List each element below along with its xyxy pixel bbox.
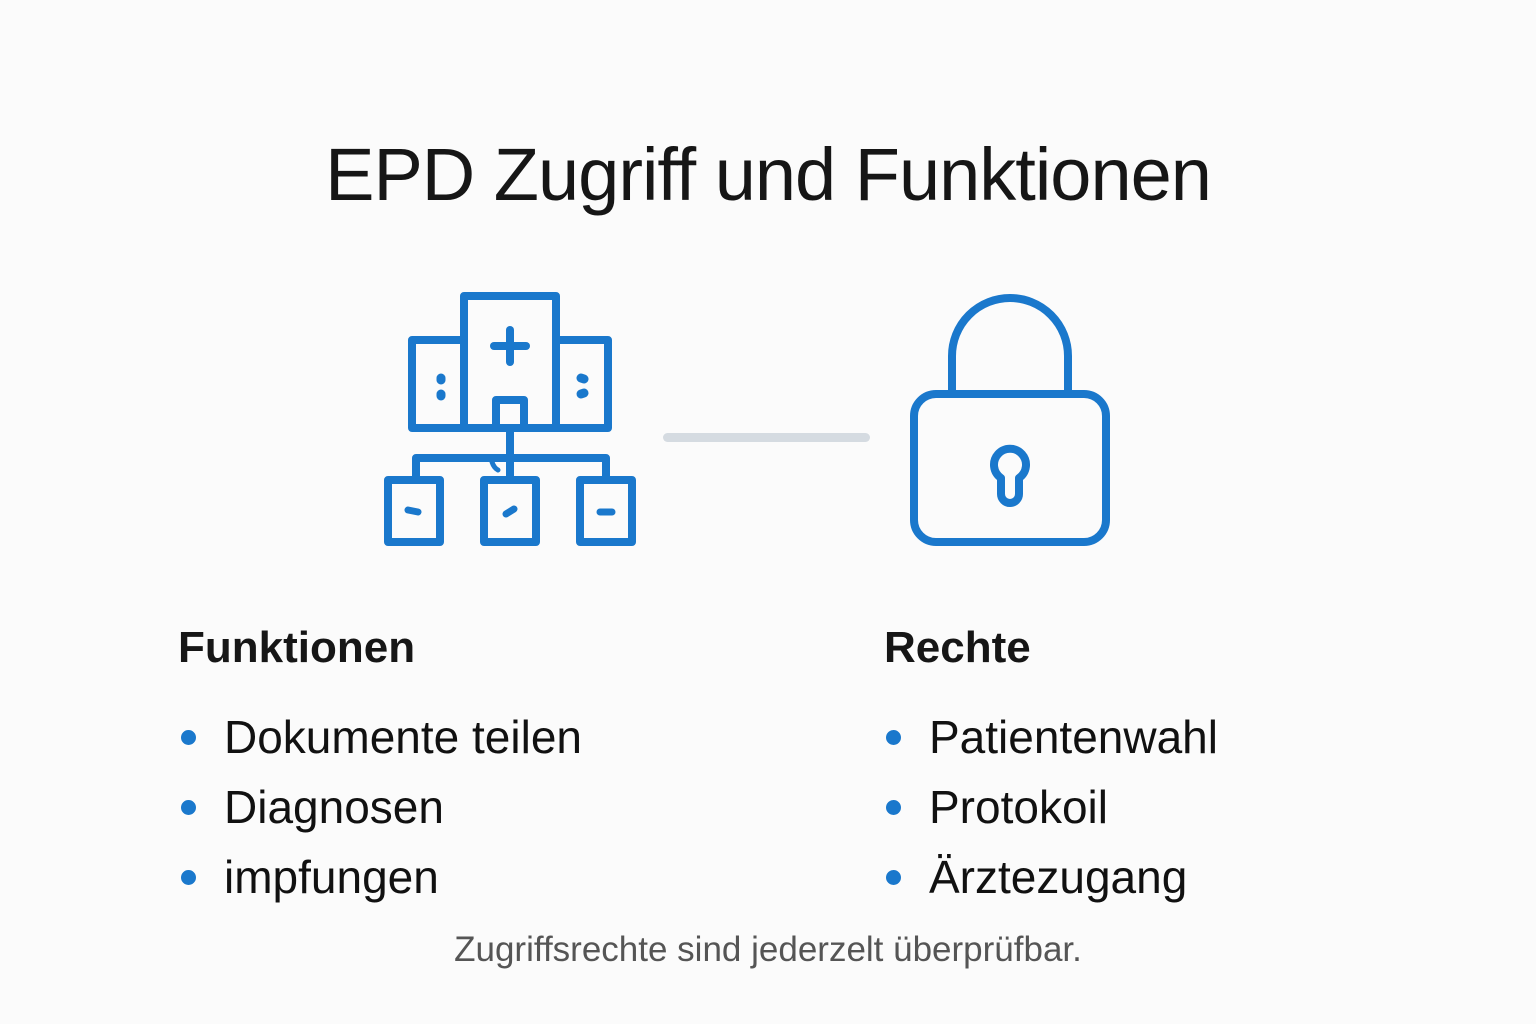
- list-item-label: Dokumente teilen: [224, 711, 582, 763]
- list-item-label: impfungen: [224, 851, 439, 903]
- list-item: impfungen: [178, 842, 582, 912]
- list-item-label: Protokoil: [929, 781, 1108, 833]
- bullet-icon: [181, 869, 196, 885]
- rights-list: Patientenwahl Protokoil Ärztezugang: [884, 702, 1218, 912]
- list-item: Protokoil: [884, 772, 1218, 842]
- functions-list: Dokumente teilen Diagnosen impfungen: [178, 702, 582, 912]
- footer-note: Zugriffsrechte sind jederzelt überprüfba…: [454, 930, 1082, 969]
- rights-heading: Rechte: [884, 623, 1031, 672]
- list-item-label: Patientenwahl: [929, 711, 1218, 763]
- list-item: Dokumente teilen: [178, 702, 582, 772]
- connector-line: [663, 433, 870, 442]
- page-title: EPD Zugriff und Funktionen: [325, 132, 1212, 216]
- hospital-network-icon: [382, 290, 640, 548]
- functions-column: Funktionen Dokumente teilen Diagnosen im…: [178, 620, 582, 912]
- bullet-icon: [886, 799, 901, 815]
- list-item-label: Diagnosen: [224, 781, 444, 833]
- bullet-icon: [886, 729, 901, 745]
- bullet-icon: [181, 729, 196, 745]
- bullet-icon: [181, 799, 196, 815]
- list-item-label: Ärztezugang: [929, 851, 1188, 903]
- bullet-icon: [886, 869, 901, 885]
- list-item: Ärztezugang: [884, 842, 1218, 912]
- list-item: Patientenwahl: [884, 702, 1218, 772]
- functions-heading: Funktionen: [178, 623, 416, 672]
- rights-column: Rechte Patientenwahl Protokoil Ärztezuga…: [884, 620, 1218, 912]
- list-item: Diagnosen: [178, 772, 582, 842]
- lock-icon: [908, 294, 1112, 548]
